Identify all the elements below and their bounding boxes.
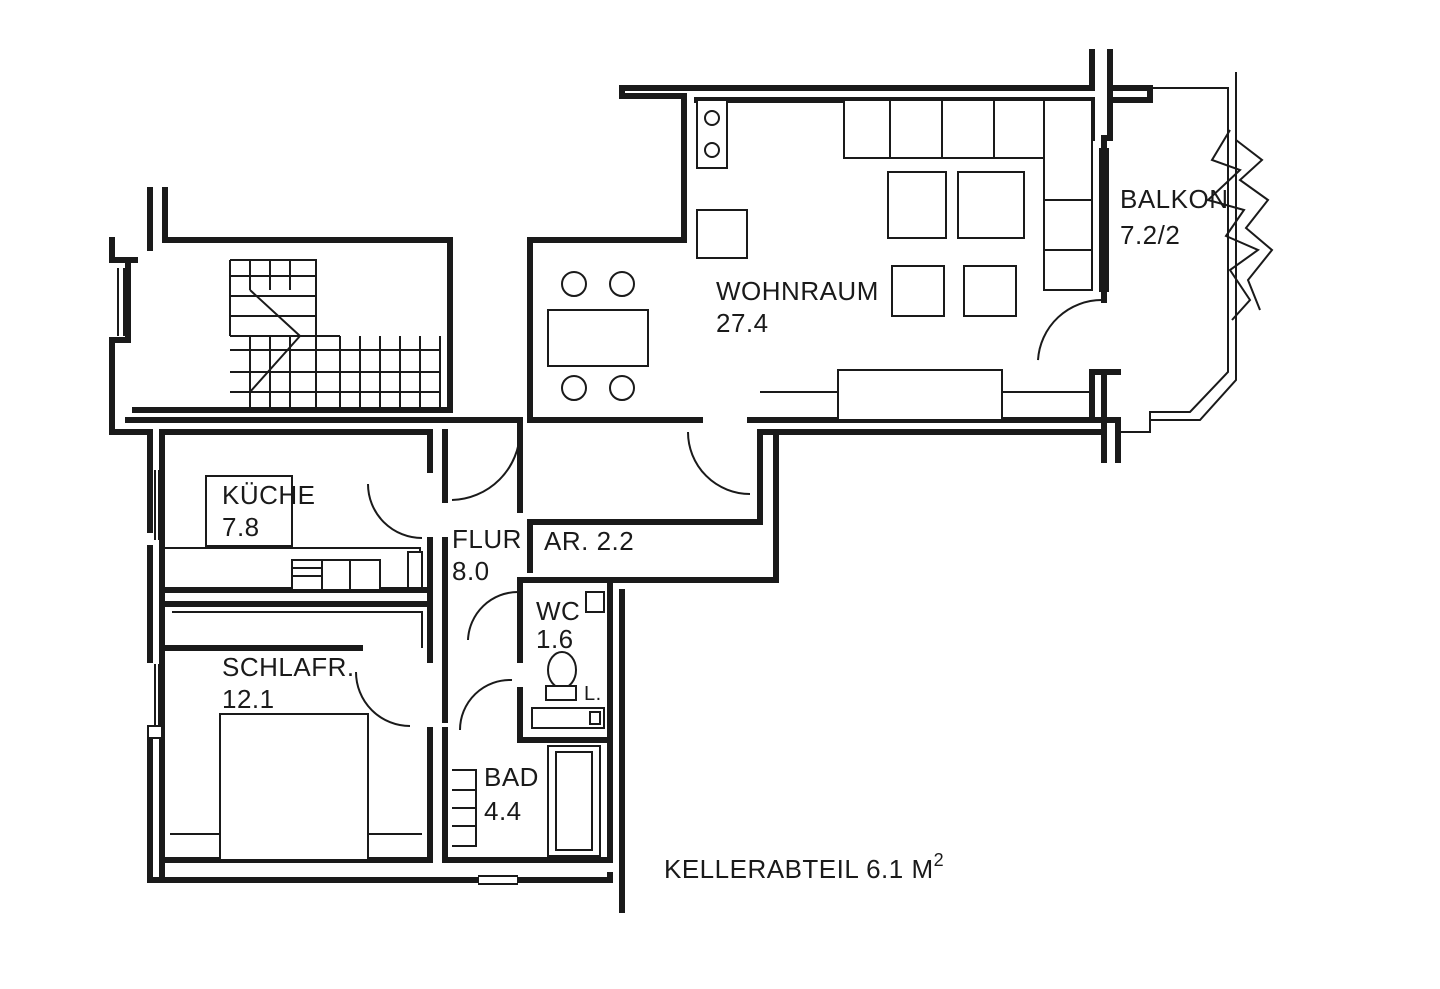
staircase — [229, 259, 441, 410]
walls — [109, 49, 1153, 913]
label-abstellraum: AR. 2.2 — [544, 526, 634, 556]
label-flur-area: 8.0 — [452, 556, 490, 586]
label-bad-name: BAD — [484, 762, 539, 792]
label-bad-area: 4.4 — [484, 796, 522, 826]
living-furniture — [547, 99, 1093, 421]
label-kueche-area: 7.8 — [222, 512, 260, 542]
doors — [355, 298, 1103, 731]
label-wc-area: 1.6 — [536, 624, 574, 654]
label-keller: KELLERABTEIL 6.1 M2 — [664, 850, 944, 884]
label-balkon-name: BALKON — [1120, 184, 1229, 214]
label-wc-name: WC — [536, 596, 580, 626]
label-keller-superscript: 2 — [934, 850, 945, 870]
label-schlafzimmer-name: SCHLAFR. — [222, 652, 355, 682]
label-schlafzimmer-area: 12.1 — [222, 684, 275, 714]
kitchen-furniture — [162, 475, 423, 591]
bath-fixtures — [452, 591, 605, 857]
label-wc-fixture: L. — [584, 683, 602, 705]
label-balkon-area: 7.2/2 — [1120, 220, 1180, 250]
label-wohnraum-name: WOHNRAUM — [716, 276, 879, 306]
bedroom-furniture — [170, 611, 423, 861]
label-wohnraum-area: 27.4 — [716, 308, 769, 338]
windows — [117, 148, 1109, 885]
room-labels: WOHNRAUM 27.4 BALKON 7.2/2 KÜCHE 7.8 FLU… — [222, 184, 1229, 884]
balcony — [1118, 72, 1274, 433]
label-kueche-name: KÜCHE — [222, 480, 316, 510]
label-flur-name: FLUR — [452, 524, 522, 554]
label-keller-text: KELLERABTEIL 6.1 M — [664, 854, 934, 884]
